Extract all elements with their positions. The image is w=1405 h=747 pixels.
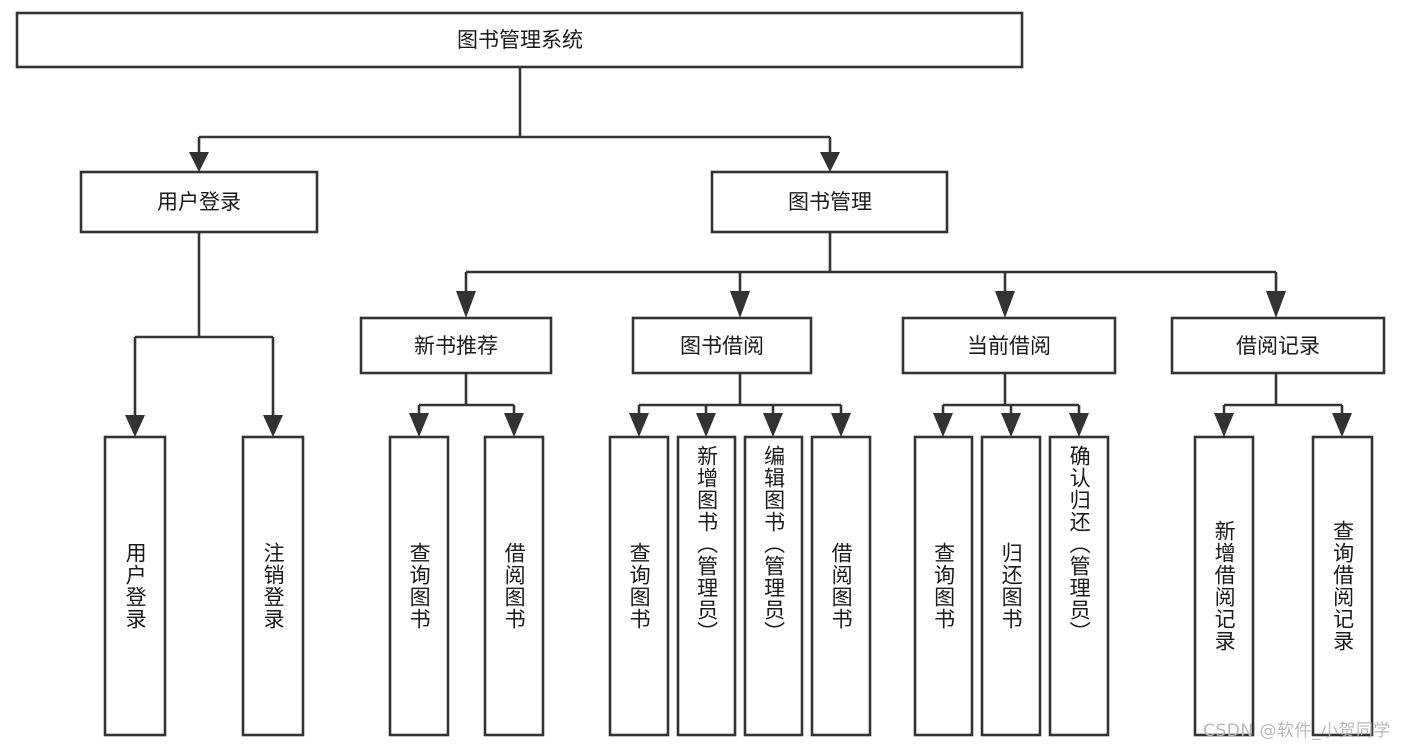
node-leaf-cur-return[interactable] — [980, 435, 1042, 737]
arrow-to-leaf-borrow-edit — [763, 413, 783, 437]
node-leaf-user-login[interactable] — [103, 435, 167, 737]
csdn-watermark: CSDN @软件_小贺同学 — [1203, 721, 1391, 741]
node-borrow-record-label: 借阅记录 — [1236, 334, 1320, 358]
node-leaf-borrow-lend[interactable] — [810, 435, 872, 737]
connector-layer — [125, 67, 1352, 437]
node-borrow-record[interactable] — [1170, 316, 1386, 375]
node-leaf-borrow-add[interactable] — [676, 435, 737, 737]
arrow-to-user-login — [189, 152, 209, 172]
node-book-borrow-label: 图书借阅 — [680, 334, 764, 358]
node-user-login-label: 用户登录 — [157, 190, 241, 214]
arrow-to-leaf-borrow-add — [696, 413, 716, 437]
node-leaf-borrow-query[interactable] — [608, 435, 670, 737]
arrow-to-leaf-cur-confirm — [1069, 413, 1089, 437]
node-new-book-rec[interactable] — [359, 316, 553, 375]
node-leaf-borrow-edit[interactable] — [743, 435, 804, 737]
node-current-borrow[interactable] — [901, 316, 1117, 375]
node-new-book-rec-label: 新书推荐 — [414, 334, 498, 358]
node-root-label: 图书管理系统 — [457, 28, 583, 52]
node-leaf-rec-add[interactable] — [1193, 435, 1255, 737]
node-root[interactable] — [15, 11, 1024, 69]
arrow-to-leaf-rec-query — [409, 413, 429, 437]
node-leaf-user-logout[interactable] — [241, 435, 305, 737]
arrow-to-leaf-borrow-query — [629, 413, 649, 437]
node-leaf-cur-confirm[interactable] — [1048, 435, 1110, 737]
arrow-to-leaf-rec-search — [1332, 413, 1352, 437]
arrow-to-book-borrow — [730, 291, 750, 318]
arrow-to-leaf-cur-return — [1001, 413, 1021, 437]
node-leaf-rec-search[interactable] — [1311, 435, 1374, 737]
node-layer: 图书管理系统 用户登录 图书管理 新书推荐 图书借阅 当前借阅 借阅记录 — [15, 11, 1386, 737]
node-book-manage[interactable] — [710, 170, 949, 234]
node-leaf-rec-query[interactable] — [388, 435, 450, 737]
node-leaf-rec-borrow[interactable] — [483, 435, 545, 737]
node-current-borrow-label: 当前借阅 — [967, 334, 1051, 358]
arrow-to-new-book-rec — [456, 291, 476, 318]
arrow-to-borrow-record — [1266, 291, 1286, 318]
node-book-manage-label: 图书管理 — [788, 190, 872, 214]
node-user-login[interactable] — [79, 170, 319, 234]
node-leaf-cur-query[interactable] — [913, 435, 974, 737]
arrow-to-leaf-user-logout — [263, 415, 283, 437]
arrow-to-current-borrow — [995, 291, 1015, 318]
arrow-to-leaf-rec-add — [1214, 413, 1234, 437]
arrow-to-leaf-rec-borrow — [504, 413, 524, 437]
node-book-borrow[interactable] — [631, 316, 813, 375]
arrow-to-leaf-borrow-lend — [831, 413, 851, 437]
arrow-to-leaf-cur-query — [933, 413, 953, 437]
arrow-to-leaf-user-login — [125, 415, 145, 437]
arrow-to-book-manage — [820, 152, 840, 172]
